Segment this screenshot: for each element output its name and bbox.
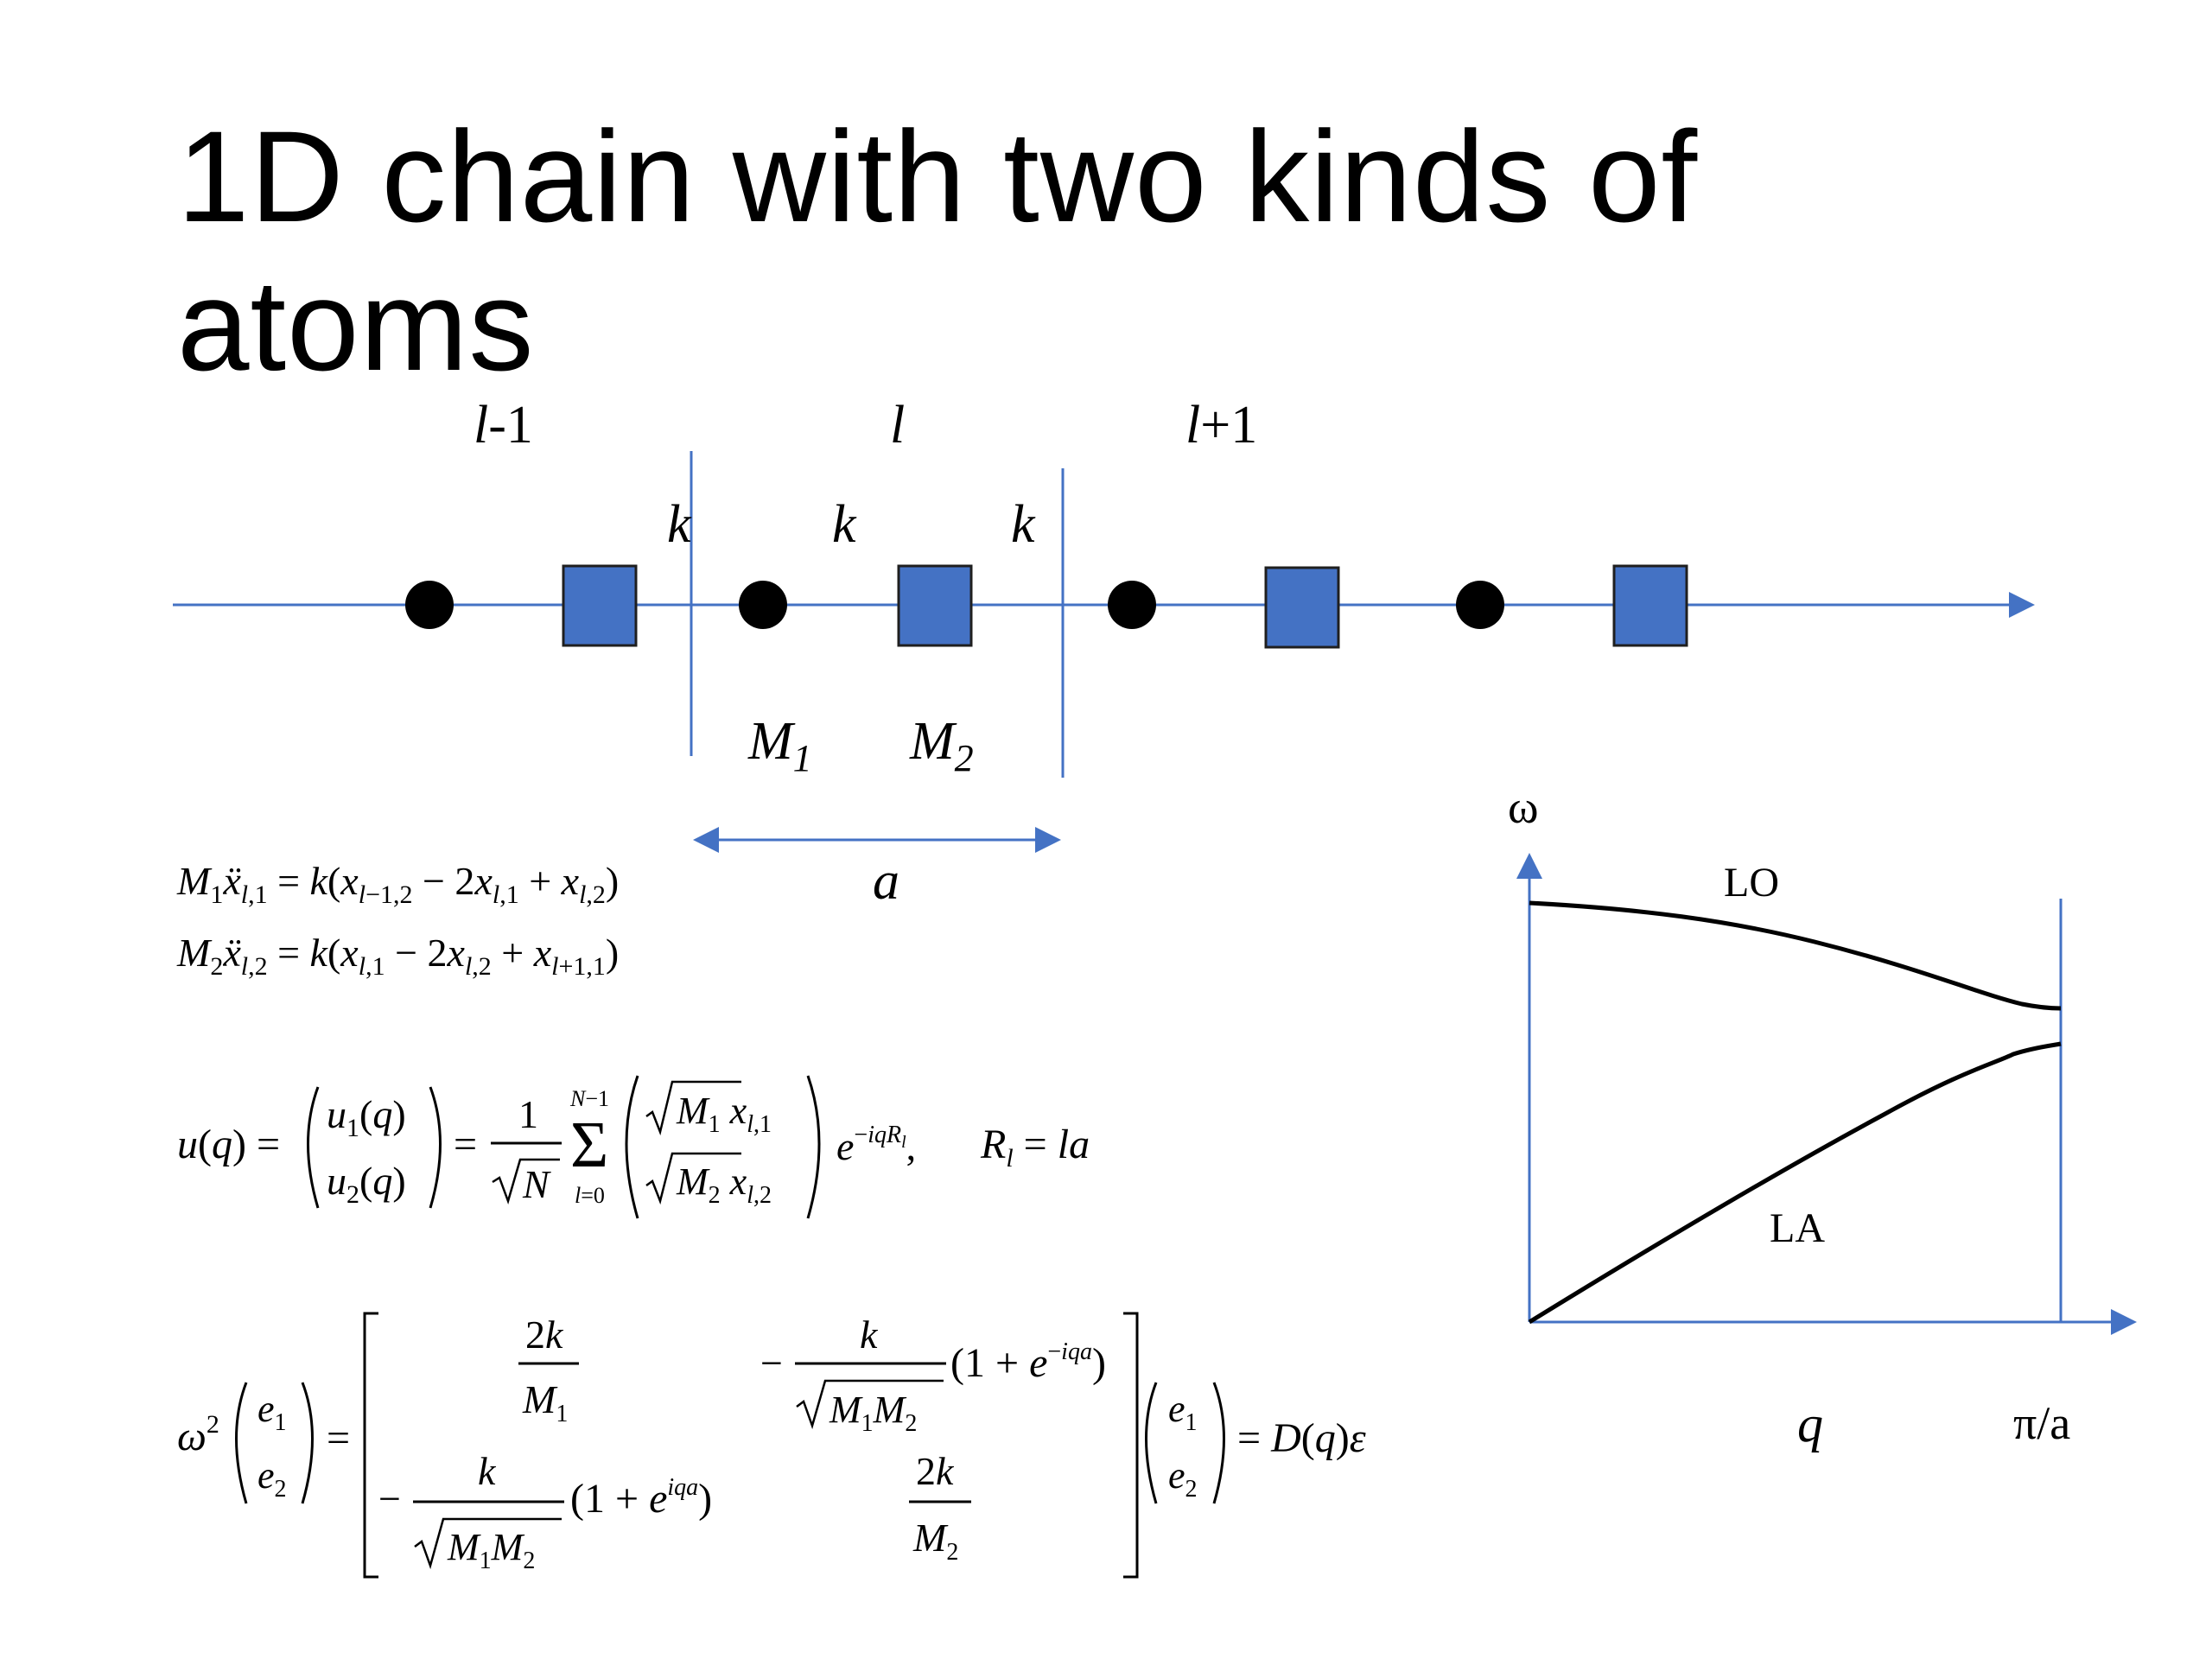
cell-label-next: l+1 xyxy=(1185,396,1257,454)
eq3-m1x: M1 xl,1 xyxy=(676,1090,772,1138)
eq3-lhs: u(q) = xyxy=(177,1122,280,1167)
slide-title: 1D chain with two kinds of atoms xyxy=(177,102,1698,399)
eq4-paren xyxy=(301,1382,314,1504)
matrix-bracket-right xyxy=(1123,1312,1139,1579)
matrix-entry-11-num: 2k xyxy=(525,1313,564,1357)
q-axis-label: q xyxy=(1797,1395,1823,1452)
eq3-N: N xyxy=(522,1162,551,1206)
eq4-e2: e2 xyxy=(257,1454,287,1503)
zone-boundary-label: π/a xyxy=(2013,1397,2070,1449)
matrix-entry-21-den: M1M2 xyxy=(447,1526,535,1574)
lo-branch-curve xyxy=(1529,900,2062,1011)
eq3-sqrt xyxy=(492,1158,560,1205)
matrix-entry-11-den: M1 xyxy=(522,1377,568,1427)
mass-label-m1: M1 xyxy=(747,712,812,779)
atom-m2 xyxy=(562,564,638,647)
atom-m2 xyxy=(897,564,973,647)
eq4-paren xyxy=(1145,1382,1158,1504)
eq3-sum-upper: N−1 xyxy=(569,1086,609,1111)
la-branch-label: LA xyxy=(1770,1205,1825,1251)
lattice-constant-label: a xyxy=(873,852,899,911)
matrix-entry-21-sqrt xyxy=(414,1517,562,1570)
cell-label-current: l xyxy=(890,396,905,454)
atom-chain-diagram: l-1 l l+1 k k k M1 M2 a xyxy=(173,396,2035,911)
omega-axis-label: ω xyxy=(1508,781,1539,833)
dispersion-plot: ω LO LA q π/a xyxy=(1508,781,2137,1452)
eq4-paren xyxy=(235,1382,248,1504)
equations-of-motion: M1ẍl,1 = k(xl−1,2 − 2xl,1 + xl,2) M2ẍl,2… xyxy=(176,859,619,981)
eq3-sqrt xyxy=(645,1080,741,1136)
matrix-bracket-left xyxy=(363,1312,378,1579)
matrix-entry-21-minus: − xyxy=(378,1477,401,1521)
eq3-u1: u1(q) xyxy=(327,1092,406,1142)
atom-m2 xyxy=(1612,564,1688,647)
spring-constant-label: k xyxy=(832,495,857,554)
eq3-one: 1 xyxy=(518,1092,538,1136)
equation-dynamical-matrix: ω2 e1 e2 = 2k M1 − k M1M2 (1 + e−iqa) − … xyxy=(177,1312,1366,1579)
cell-label-prev: l-1 xyxy=(474,396,533,454)
title-line-2: atoms xyxy=(177,252,535,397)
eq4-e2-rhs: e2 xyxy=(1168,1454,1198,1503)
matrix-entry-12-sqrt xyxy=(796,1379,944,1430)
atom-m1 xyxy=(405,581,454,629)
eq3-paren xyxy=(429,1086,442,1209)
eq4-rhs: = D(q)ε xyxy=(1237,1415,1366,1461)
title-line-1: 1D chain with two kinds of xyxy=(177,104,1699,249)
equation-fourier-transform: u(q) = u1(q) u2(q) = 1 N N−1 Σ l=0 M1 xl… xyxy=(177,1075,1090,1219)
matrix-entry-12-minus: − xyxy=(760,1341,783,1385)
eq3-m2x: M2 xl,2 xyxy=(676,1160,772,1209)
eq4-equals: = xyxy=(327,1415,350,1461)
eq3-paren xyxy=(625,1075,639,1219)
atom-m1 xyxy=(1456,581,1504,629)
eq4-paren xyxy=(1212,1382,1225,1504)
la-branch-curve xyxy=(1528,1041,2062,1325)
matrix-entry-22-den: M2 xyxy=(912,1516,958,1566)
mass-label-m2: M2 xyxy=(909,712,974,779)
lo-branch-label: LO xyxy=(1724,860,1779,906)
atom-m2 xyxy=(1264,566,1340,649)
atom-m1 xyxy=(739,581,787,629)
spring-constant-label: k xyxy=(667,495,692,554)
eq3-exponential: e−iqRl, xyxy=(836,1122,916,1168)
eq3-paren xyxy=(307,1086,320,1209)
matrix-entry-21-phase: (1 + eiqa) xyxy=(570,1474,712,1522)
eq3-sqrt xyxy=(645,1152,741,1205)
eq3-equals: = xyxy=(454,1122,477,1167)
eq4-e1-rhs: e1 xyxy=(1168,1388,1198,1436)
eq4-e1: e1 xyxy=(257,1388,287,1436)
equation-motion-1: M1ẍl,1 = k(xl−1,2 − 2xl,1 + xl,2) xyxy=(176,859,619,909)
matrix-entry-12-num: k xyxy=(860,1313,879,1357)
eq3-sigma: Σ xyxy=(570,1109,608,1181)
eq3-lattice-vector: Rl = la xyxy=(980,1122,1090,1173)
spring-constant-label: k xyxy=(1011,495,1036,554)
matrix-entry-12-den: M1M2 xyxy=(829,1389,917,1437)
eq3-sum-lower: l=0 xyxy=(575,1183,605,1208)
matrix-entry-21-num: k xyxy=(478,1449,497,1493)
eq4-omega-sq: ω2 xyxy=(177,1410,219,1459)
matrix-entry-22-num: 2k xyxy=(916,1449,955,1493)
matrix-entry-12-phase: (1 + e−iqa) xyxy=(950,1338,1106,1386)
equation-motion-2: M2ẍl,2 = k(xl,1 − 2xl,2 + xl+1,1) xyxy=(176,931,619,981)
atom-m1 xyxy=(1108,581,1156,629)
eq3-paren xyxy=(806,1075,821,1219)
eq3-u2: u2(q) xyxy=(327,1159,406,1209)
